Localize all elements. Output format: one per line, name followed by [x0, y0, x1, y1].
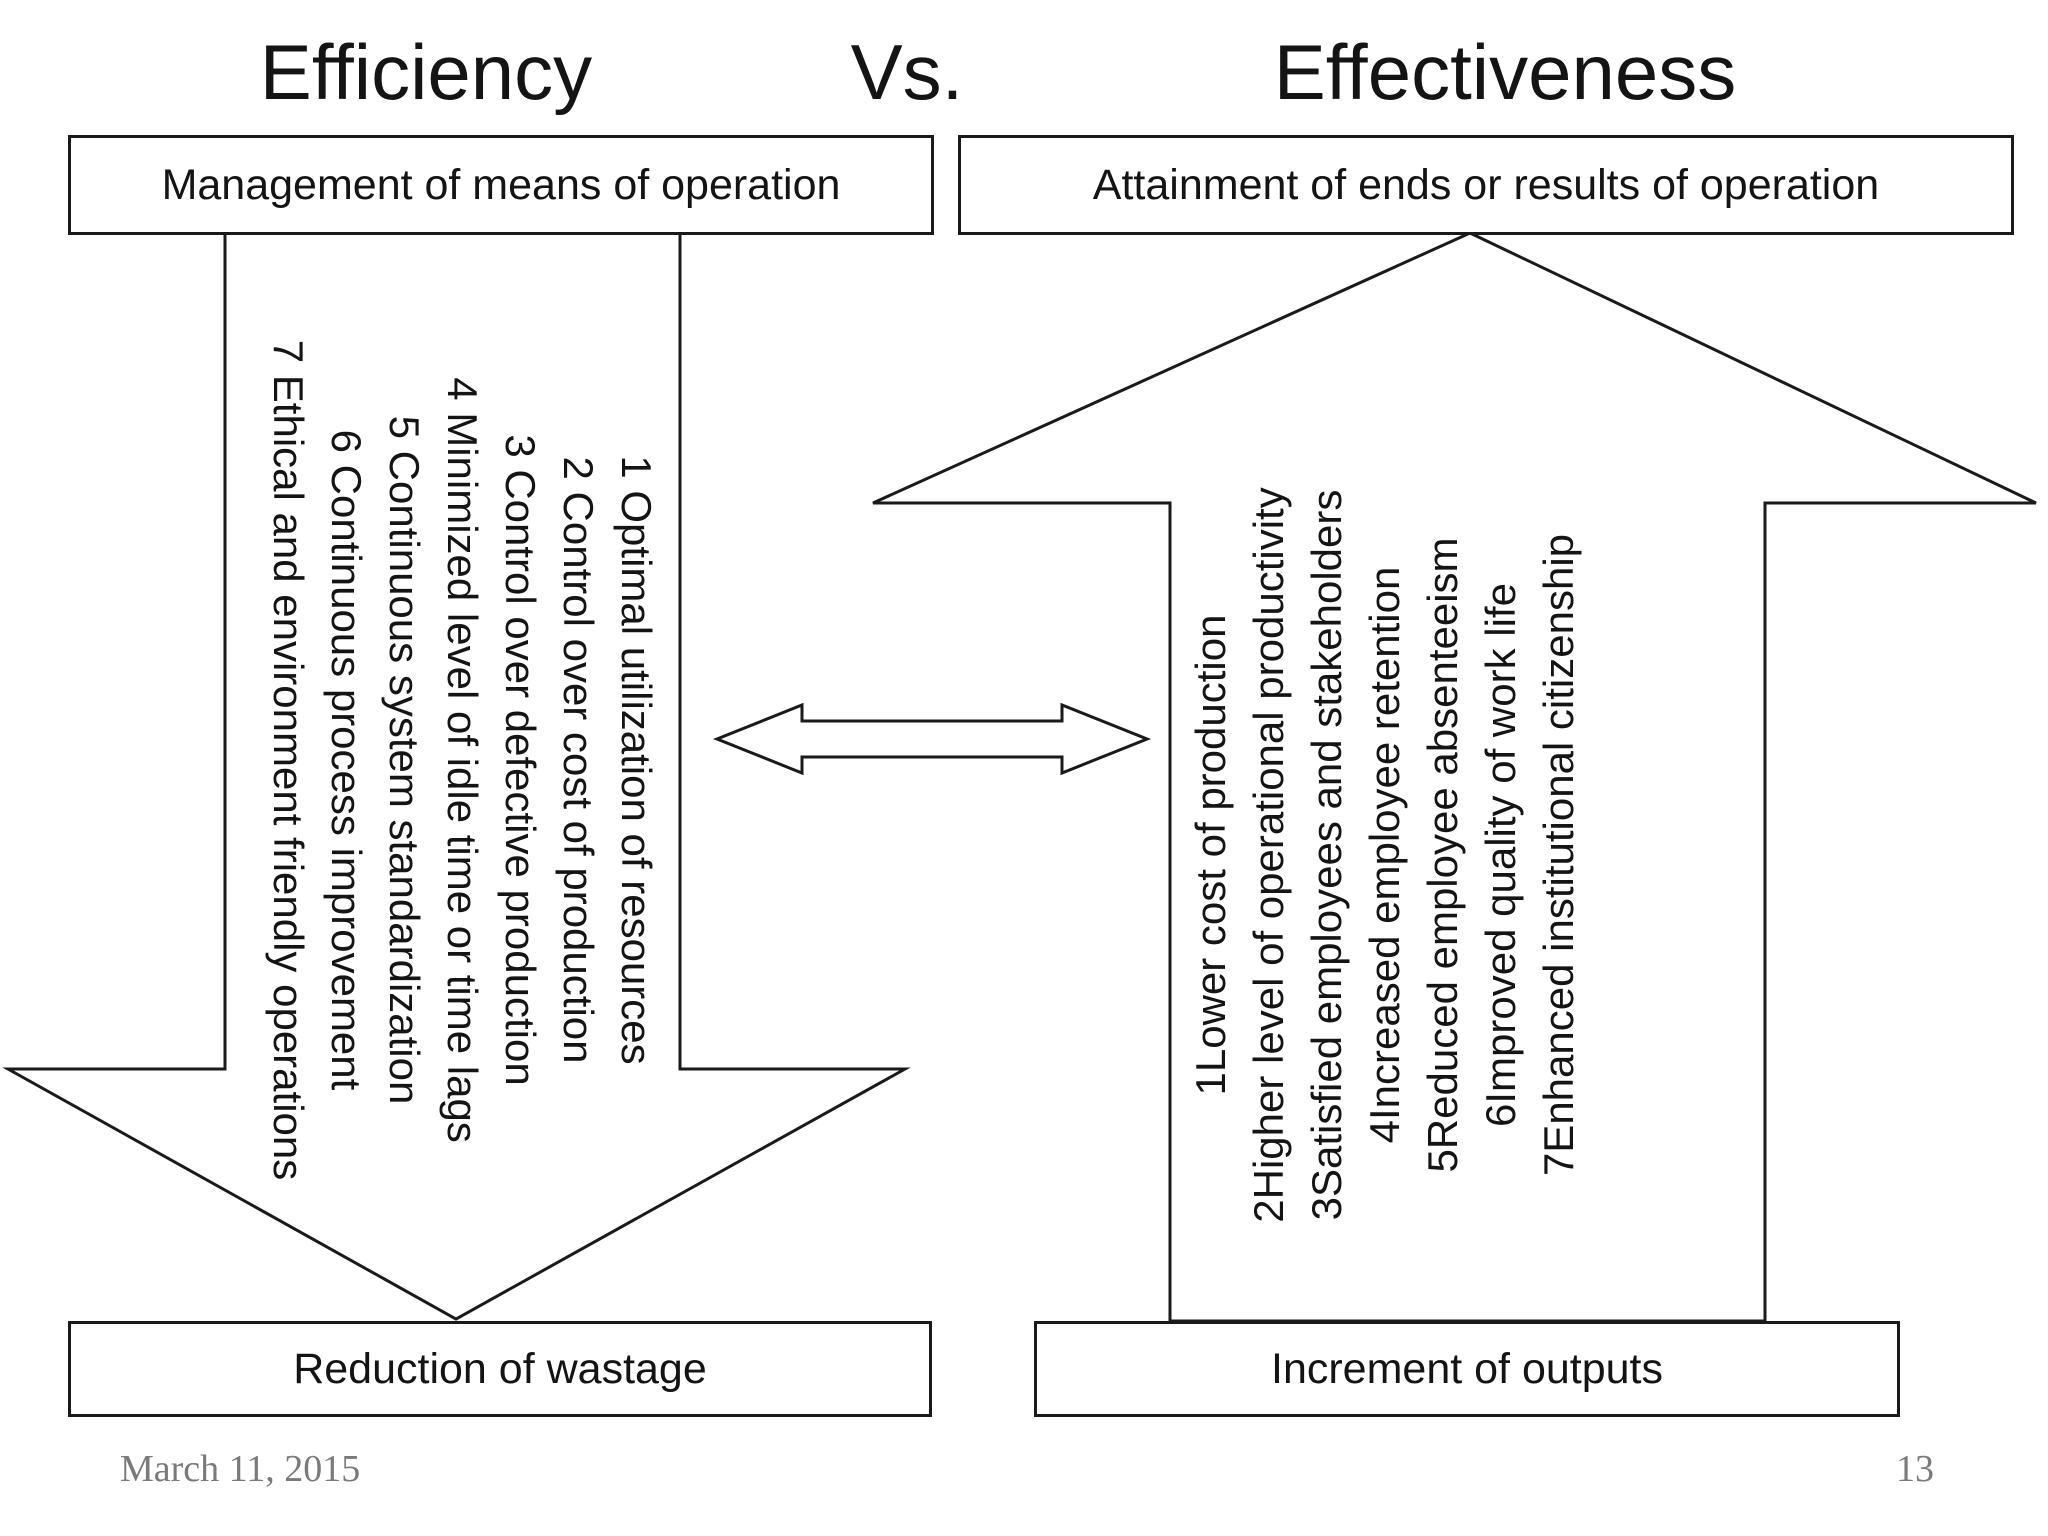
effectiveness-result-label: Increment of outputs	[1271, 1344, 1663, 1393]
list-item: 3Satisfied employees and stakeholders	[1303, 489, 1350, 1221]
effectiveness-result-box: Increment of outputs	[1034, 1321, 1900, 1417]
list-item: 2Higher level of operational productivit…	[1245, 487, 1292, 1223]
title-efficiency: Efficiency	[259, 28, 593, 116]
list-item: 4Increased employee retention	[1361, 566, 1408, 1144]
list-item: 6 Continuous process improvement	[323, 429, 370, 1091]
efficiency-result-box: Reduction of wastage	[68, 1321, 932, 1417]
effectiveness-item-list: 1Lower cost of production 2Higher level …	[1182, 305, 1588, 1405]
down-arrow-shape	[2, 231, 911, 1321]
slide-date: March 11, 2015	[120, 1448, 361, 1490]
list-item: 6Improved quality of work life	[1477, 583, 1524, 1127]
title-versus: Vs.	[850, 28, 964, 116]
effectiveness-header-box: Attainment of ends or results of operati…	[958, 135, 2014, 235]
list-item: 7Enhanced institutional citizenship	[1535, 533, 1582, 1177]
list-item: 7 Ethical and environment friendly opera…	[265, 339, 312, 1181]
efficiency-item-list: 1 Optimal utilization of resources 2 Con…	[259, 210, 665, 1310]
left-right-arrow-icon	[712, 702, 1152, 776]
list-item: 3 Control over defective production	[497, 434, 544, 1086]
list-item: 2 Control over cost of production	[555, 456, 602, 1064]
list-item: 5Reduced employee absenteeism	[1419, 537, 1466, 1173]
page-number: 13	[1896, 1448, 1934, 1490]
list-item: 5 Continuous system standardization	[381, 415, 428, 1105]
efficiency-result-label: Reduction of wastage	[293, 1344, 707, 1393]
efficiency-header-box: Management of means of operation	[68, 135, 934, 235]
list-item: 1 Optimal utilization of resources	[613, 455, 660, 1065]
list-item: 4 Minimized level of idle time or time l…	[439, 377, 486, 1143]
list-item: 1Lower cost of production	[1187, 614, 1234, 1096]
title-effectiveness: Effectiveness	[1273, 28, 1737, 116]
effectiveness-header-label: Attainment of ends or results of operati…	[1092, 160, 1880, 209]
efficiency-header-label: Management of means of operation	[161, 160, 841, 209]
